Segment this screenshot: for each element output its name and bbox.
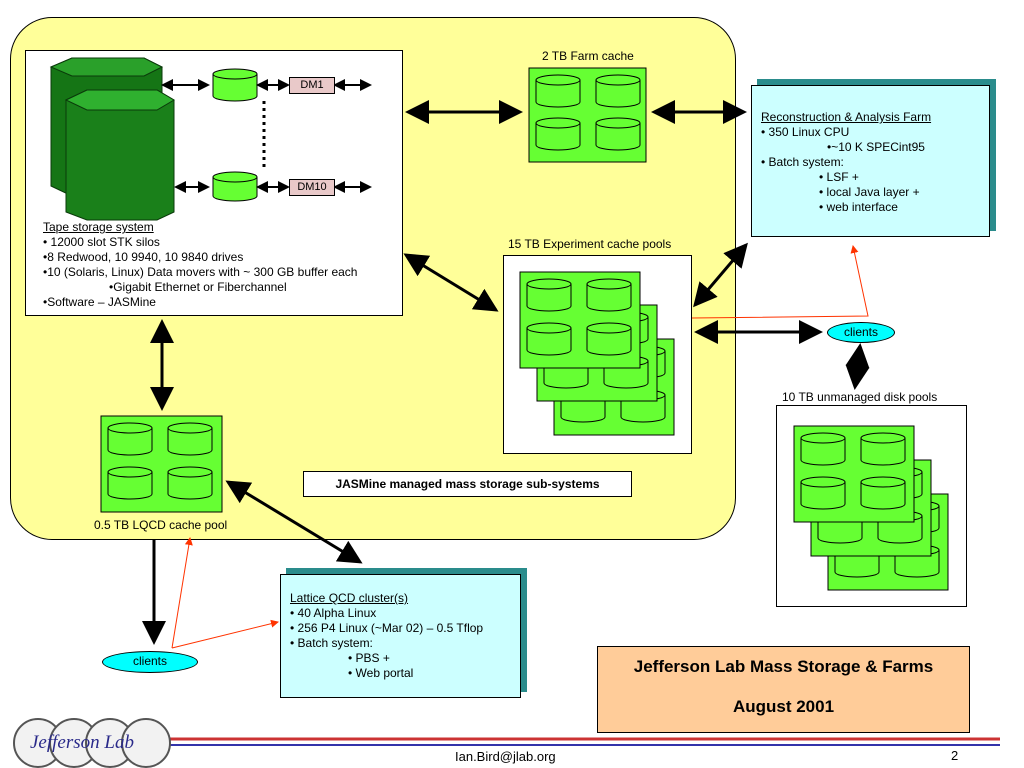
lattice-line: • 256 P4 Linux (~Mar 02) – 0.5 Tflop xyxy=(290,621,484,635)
tape-storage-title: Tape storage system xyxy=(43,220,154,234)
page-number: 2 xyxy=(951,748,959,763)
lqcd-cache-label: 0.5 TB LQCD cache pool xyxy=(94,518,228,532)
lattice-line: • 40 Alpha Linux xyxy=(290,606,377,620)
lattice-sub-line: • Web portal xyxy=(348,666,414,680)
dm1-disk-icon xyxy=(212,68,258,102)
page-title: Jefferson Lab Mass Storage & Farms xyxy=(633,657,934,676)
title-box: Jefferson Lab Mass Storage & Farms Augus… xyxy=(597,646,970,733)
recon-sub-line: • LSF + xyxy=(819,170,859,184)
unmanaged-disk-stack xyxy=(793,425,949,591)
experiment-cache-label: 15 TB Experiment cache pools xyxy=(508,237,672,251)
logo-text: Jefferson Lab xyxy=(30,732,134,753)
recon-farm-box: Reconstruction & Analysis Farm • 350 Lin… xyxy=(751,85,990,237)
unmanaged-disk-label: 10 TB unmanaged disk pools xyxy=(782,390,938,404)
tape-line: •10 (Solaris, Linux) Data movers with ~ … xyxy=(43,265,358,279)
recon-sub-line: • local Java layer + xyxy=(819,185,920,199)
clients-right-ellipse: clients xyxy=(827,322,895,343)
lattice-qcd-title: Lattice QCD cluster(s) xyxy=(290,591,409,605)
recon-sub-line: • web interface xyxy=(819,200,898,214)
lattice-qcd-box: Lattice QCD cluster(s) • 40 Alpha Linux … xyxy=(280,574,521,698)
recon-sub-line: •~10 K SPECint95 xyxy=(827,140,925,154)
jasmine-label-box: JASMine managed mass storage sub-systems xyxy=(303,471,632,497)
farm-cache-label: 2 TB Farm cache xyxy=(542,49,634,63)
page-subtitle: August 2001 xyxy=(732,697,835,716)
recon-line: • Batch system: xyxy=(761,155,844,169)
tape-line: • 12000 slot STK silos xyxy=(43,235,160,249)
lqcd-cache-disk-grid xyxy=(100,415,223,513)
lattice-sub-line: • PBS + xyxy=(348,651,390,665)
clients-left-ellipse: clients xyxy=(102,651,198,673)
tape-silo-icon xyxy=(49,57,175,221)
tape-line: •Software – JASMine xyxy=(43,295,156,309)
dm10-disk-icon xyxy=(212,171,258,202)
lattice-line: • Batch system: xyxy=(290,636,373,650)
dm10-label: DM10 xyxy=(289,179,335,196)
footer-email: Ian.Bird@jlab.org xyxy=(455,749,556,764)
tape-sub-line: •Gigabit Ethernet or Fiberchannel xyxy=(109,280,287,294)
tape-storage-text: Tape storage system • 12000 slot STK sil… xyxy=(43,220,399,310)
farm-cache-disk-grid xyxy=(528,67,647,163)
jefferson-lab-logo xyxy=(13,718,171,768)
dm1-label: DM1 xyxy=(289,77,335,94)
recon-line: • 350 Linux CPU xyxy=(761,125,850,139)
tape-line: •8 Redwood, 10 9940, 10 9840 drives xyxy=(43,250,244,264)
recon-farm-title: Reconstruction & Analysis Farm xyxy=(761,110,932,124)
experiment-cache-disk-stack xyxy=(519,271,675,436)
